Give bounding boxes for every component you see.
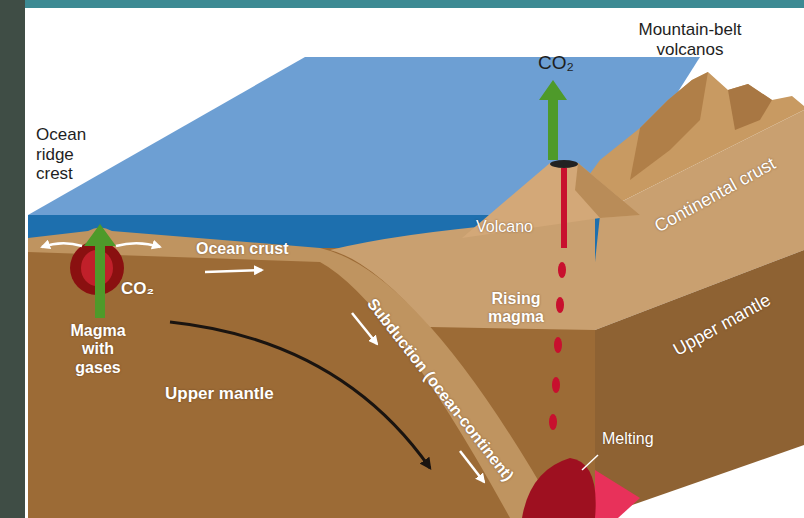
spreading-arrow xyxy=(116,243,160,247)
layer-label: Ocean crust xyxy=(196,240,288,258)
volcano-shade xyxy=(575,163,640,218)
process-label: Melting xyxy=(602,430,654,448)
mountain-shade xyxy=(728,84,772,130)
layer-label: Upper mantle xyxy=(165,384,274,404)
spreading-arrow xyxy=(42,243,82,247)
gas-label: CO₂ xyxy=(538,52,574,74)
process-label: Rising magma xyxy=(482,290,550,327)
mountain-shade xyxy=(630,72,708,180)
process-label: Magma with gases xyxy=(60,322,136,377)
magma-drop xyxy=(552,377,560,393)
motion-arrow xyxy=(205,270,262,272)
upper-mantle-side xyxy=(595,250,804,518)
panel-ground xyxy=(25,8,804,518)
magma-drop xyxy=(558,262,566,278)
co2-arrow xyxy=(84,224,116,318)
melting-side xyxy=(595,470,640,518)
feature-label: Volcano xyxy=(476,218,533,236)
magma-drop xyxy=(556,297,564,313)
left-strip xyxy=(0,0,25,518)
region-label: Mountain-belt volcanos xyxy=(615,20,765,59)
crater xyxy=(550,160,578,168)
magma-drop xyxy=(549,414,557,430)
gas-label: CO₂ xyxy=(121,279,154,299)
magma-drop xyxy=(554,337,562,353)
magma-conduit xyxy=(561,168,567,248)
feature-label: Ocean ridge crest xyxy=(36,125,96,184)
volcano-cone xyxy=(462,163,640,238)
co2-arrow xyxy=(539,80,567,160)
leader-line xyxy=(582,455,598,470)
